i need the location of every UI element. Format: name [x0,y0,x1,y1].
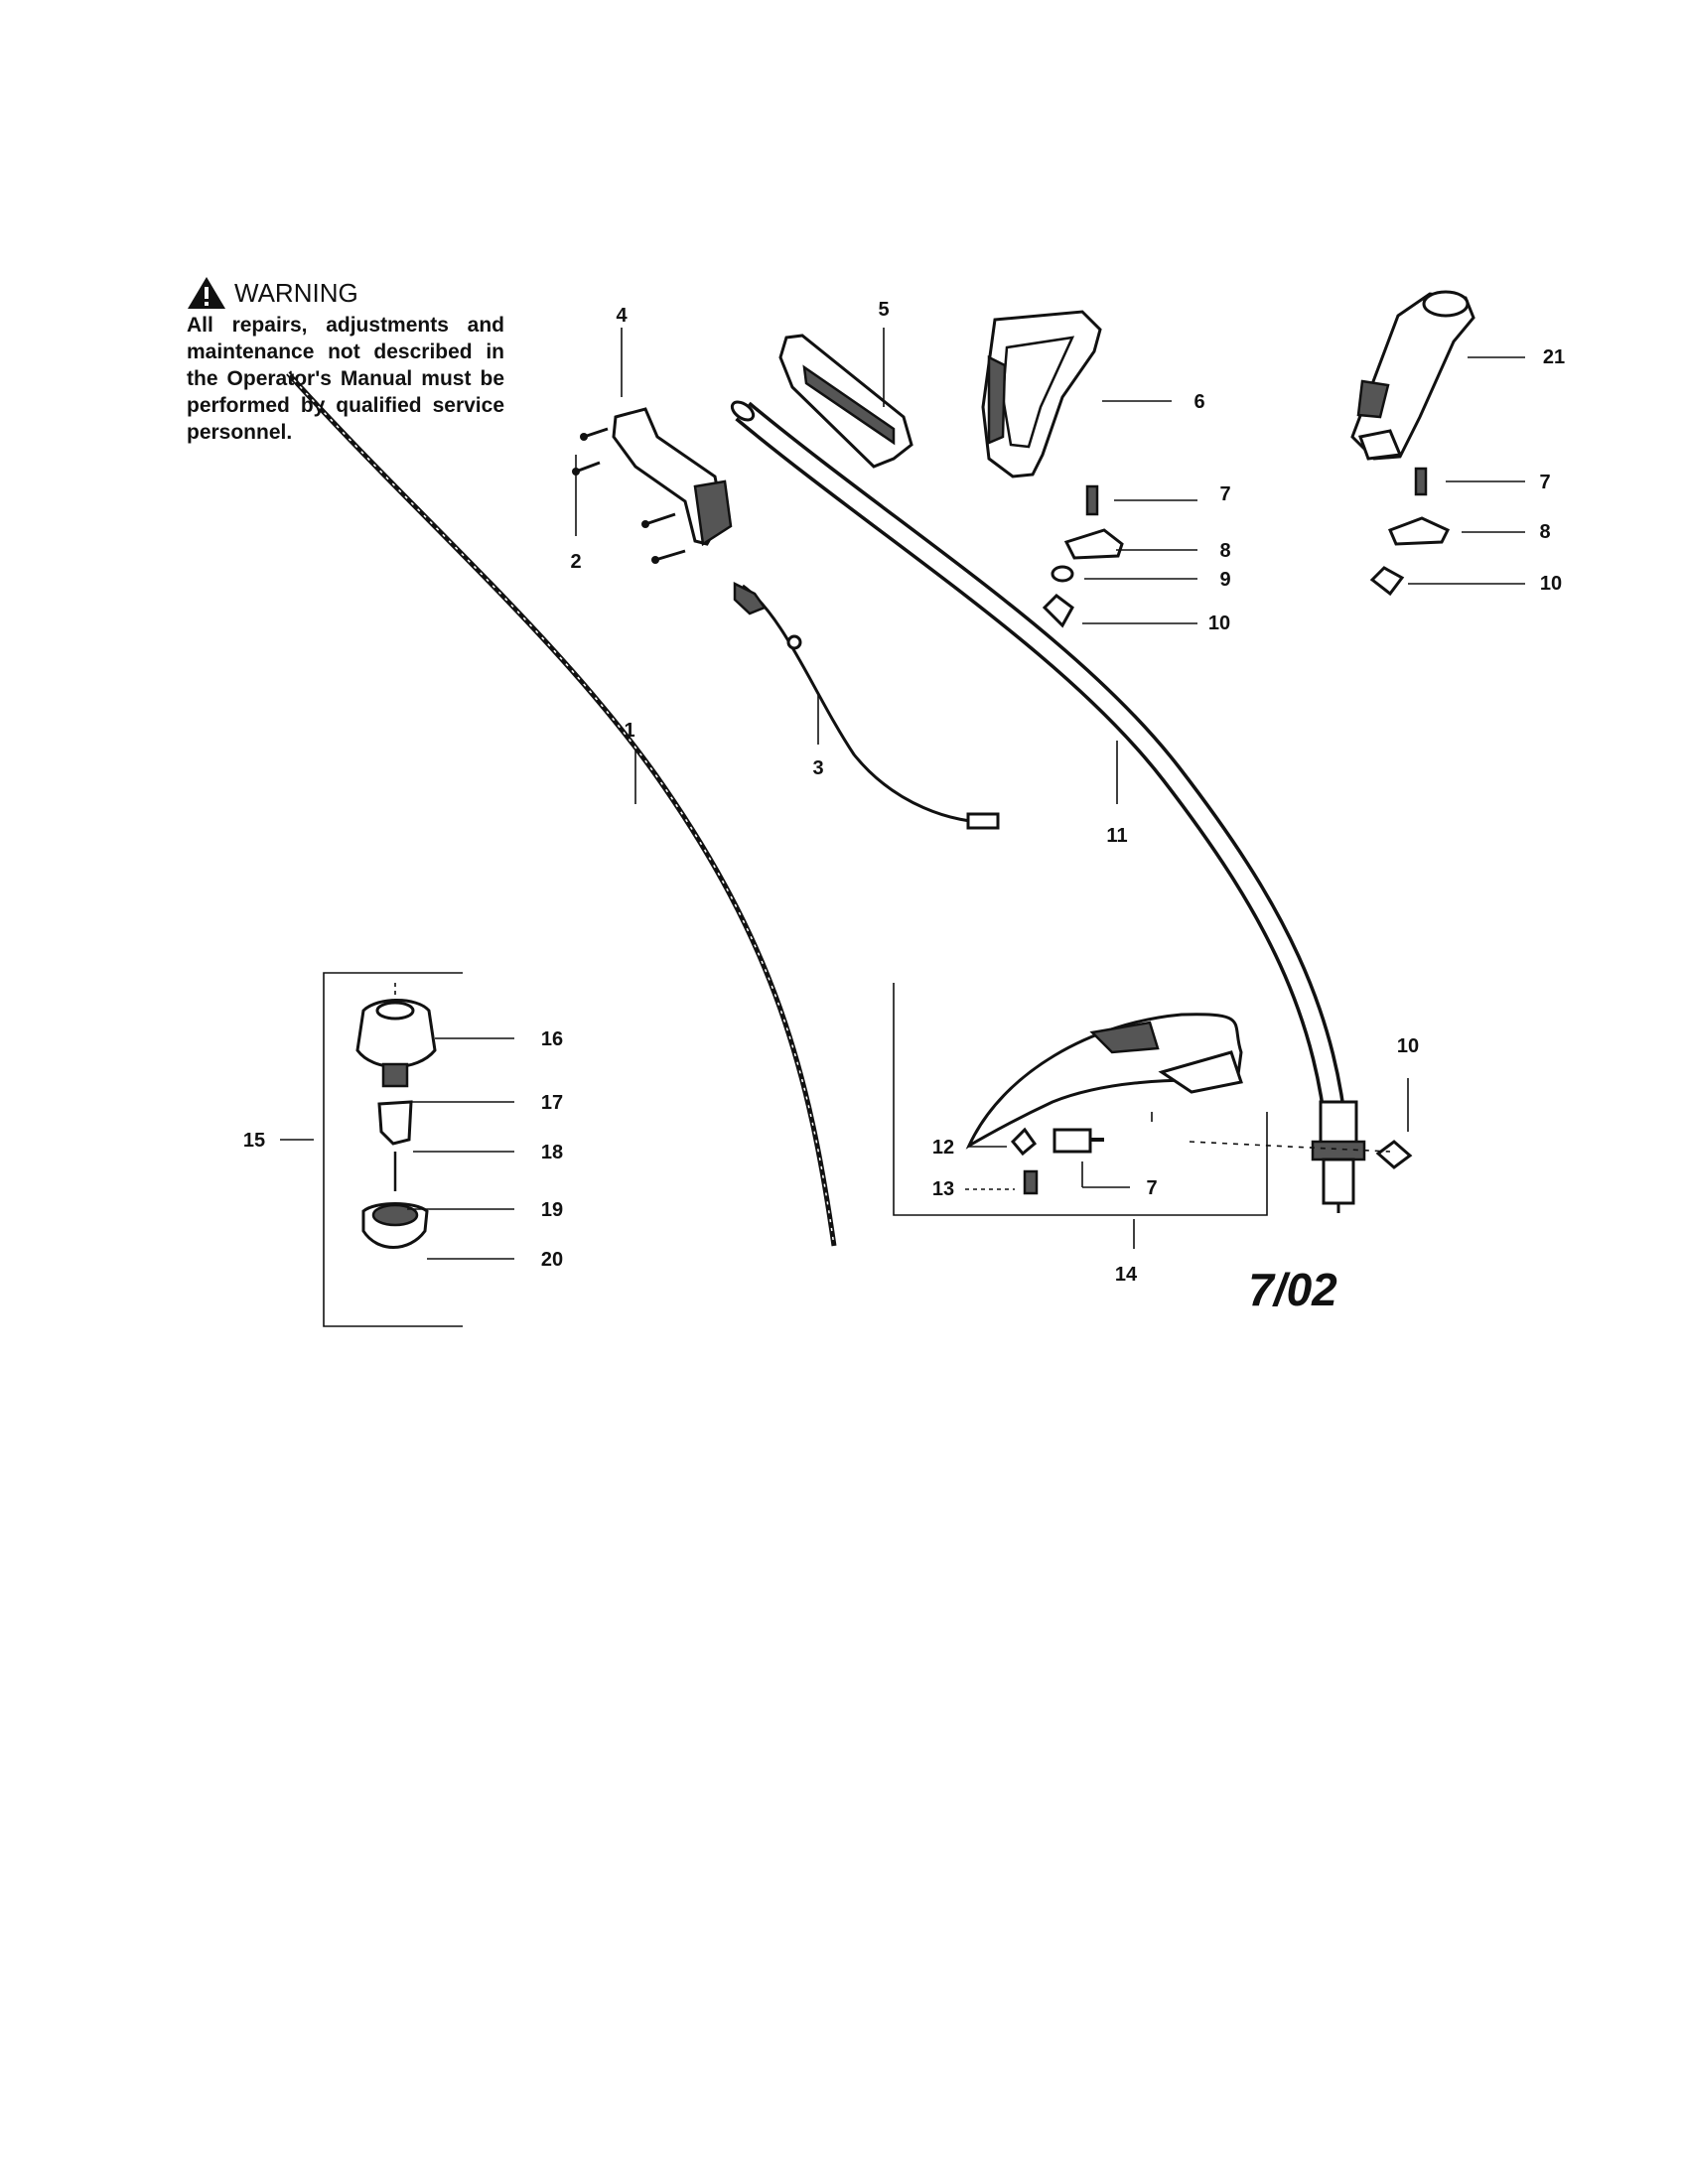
callout-10-middle: 10 [1208,613,1230,634]
callout-3: 3 [812,757,823,779]
handle-half [572,407,733,564]
callout-20: 20 [541,1249,563,1271]
callout-6: 6 [1193,391,1204,413]
warning-text: All repairs, adjustments and maintenance… [187,314,504,444]
d-handle [981,310,1102,478]
callout-21: 21 [1543,346,1565,368]
callout-16: 16 [541,1028,563,1050]
callout-17: 17 [541,1092,563,1114]
warning-box: WARNING All repairs, adjustments and mai… [187,276,504,446]
warning-header: WARNING [187,276,504,310]
callout-7-middle: 7 [1219,483,1230,505]
trimmer-guard [965,1013,1413,1195]
callout-12: 12 [932,1137,954,1159]
callout-19: 19 [541,1199,563,1221]
date-code: 7/02 [1248,1264,1337,1315]
callout-1: 1 [624,720,634,742]
handle-hardware [1042,484,1124,628]
callout-7-lower: 7 [1146,1177,1157,1199]
drive-shaft [286,371,837,1247]
callout-10-lower: 10 [1397,1035,1419,1057]
callout-14: 14 [1115,1264,1138,1286]
callout-9: 9 [1219,569,1230,591]
callout-2: 2 [570,551,581,573]
right-hardware [1369,467,1451,597]
callout-5: 5 [878,299,889,321]
callout-18: 18 [541,1142,563,1163]
callout-15: 15 [243,1130,265,1152]
callout-8-right: 8 [1539,521,1550,543]
callout-7-right: 7 [1539,472,1550,493]
callout-11: 11 [1106,825,1127,847]
spool-assembly [355,983,437,1249]
housing-tube [735,401,1350,1162]
throttle-cable [742,584,994,824]
handle-assembly [1350,290,1475,461]
callout-8-middle: 8 [1219,540,1230,562]
callout-13: 13 [932,1178,954,1200]
warning-triangle-icon [188,277,225,309]
callout-10-right: 10 [1540,573,1562,595]
leader-lines [280,328,1525,1260]
warning-title: WARNING [234,277,358,308]
callout-4: 4 [616,305,628,327]
